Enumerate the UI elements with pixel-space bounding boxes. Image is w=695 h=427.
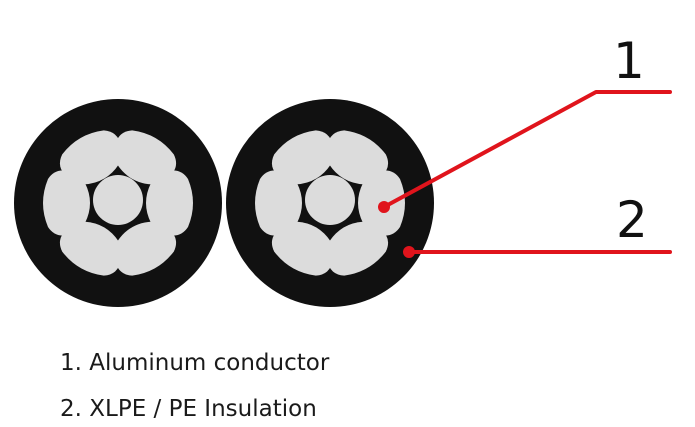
cable-left [14,99,222,307]
cable-right [226,99,434,307]
leader-line-1 [382,90,672,209]
conductor-strands [43,130,193,276]
legend-item-insulation: 2. XLPE / PE Insulation [60,396,317,422]
callout-number-1: 1 [613,32,645,90]
leader-dot-2 [403,246,415,258]
legend-item-conductor: 1. Aluminum conductor [60,350,330,376]
conductor-strands [255,130,405,276]
center-strand [93,175,143,225]
leader-dot-1 [378,201,390,213]
center-strand [305,175,355,225]
callout-number-2: 2 [616,191,648,249]
